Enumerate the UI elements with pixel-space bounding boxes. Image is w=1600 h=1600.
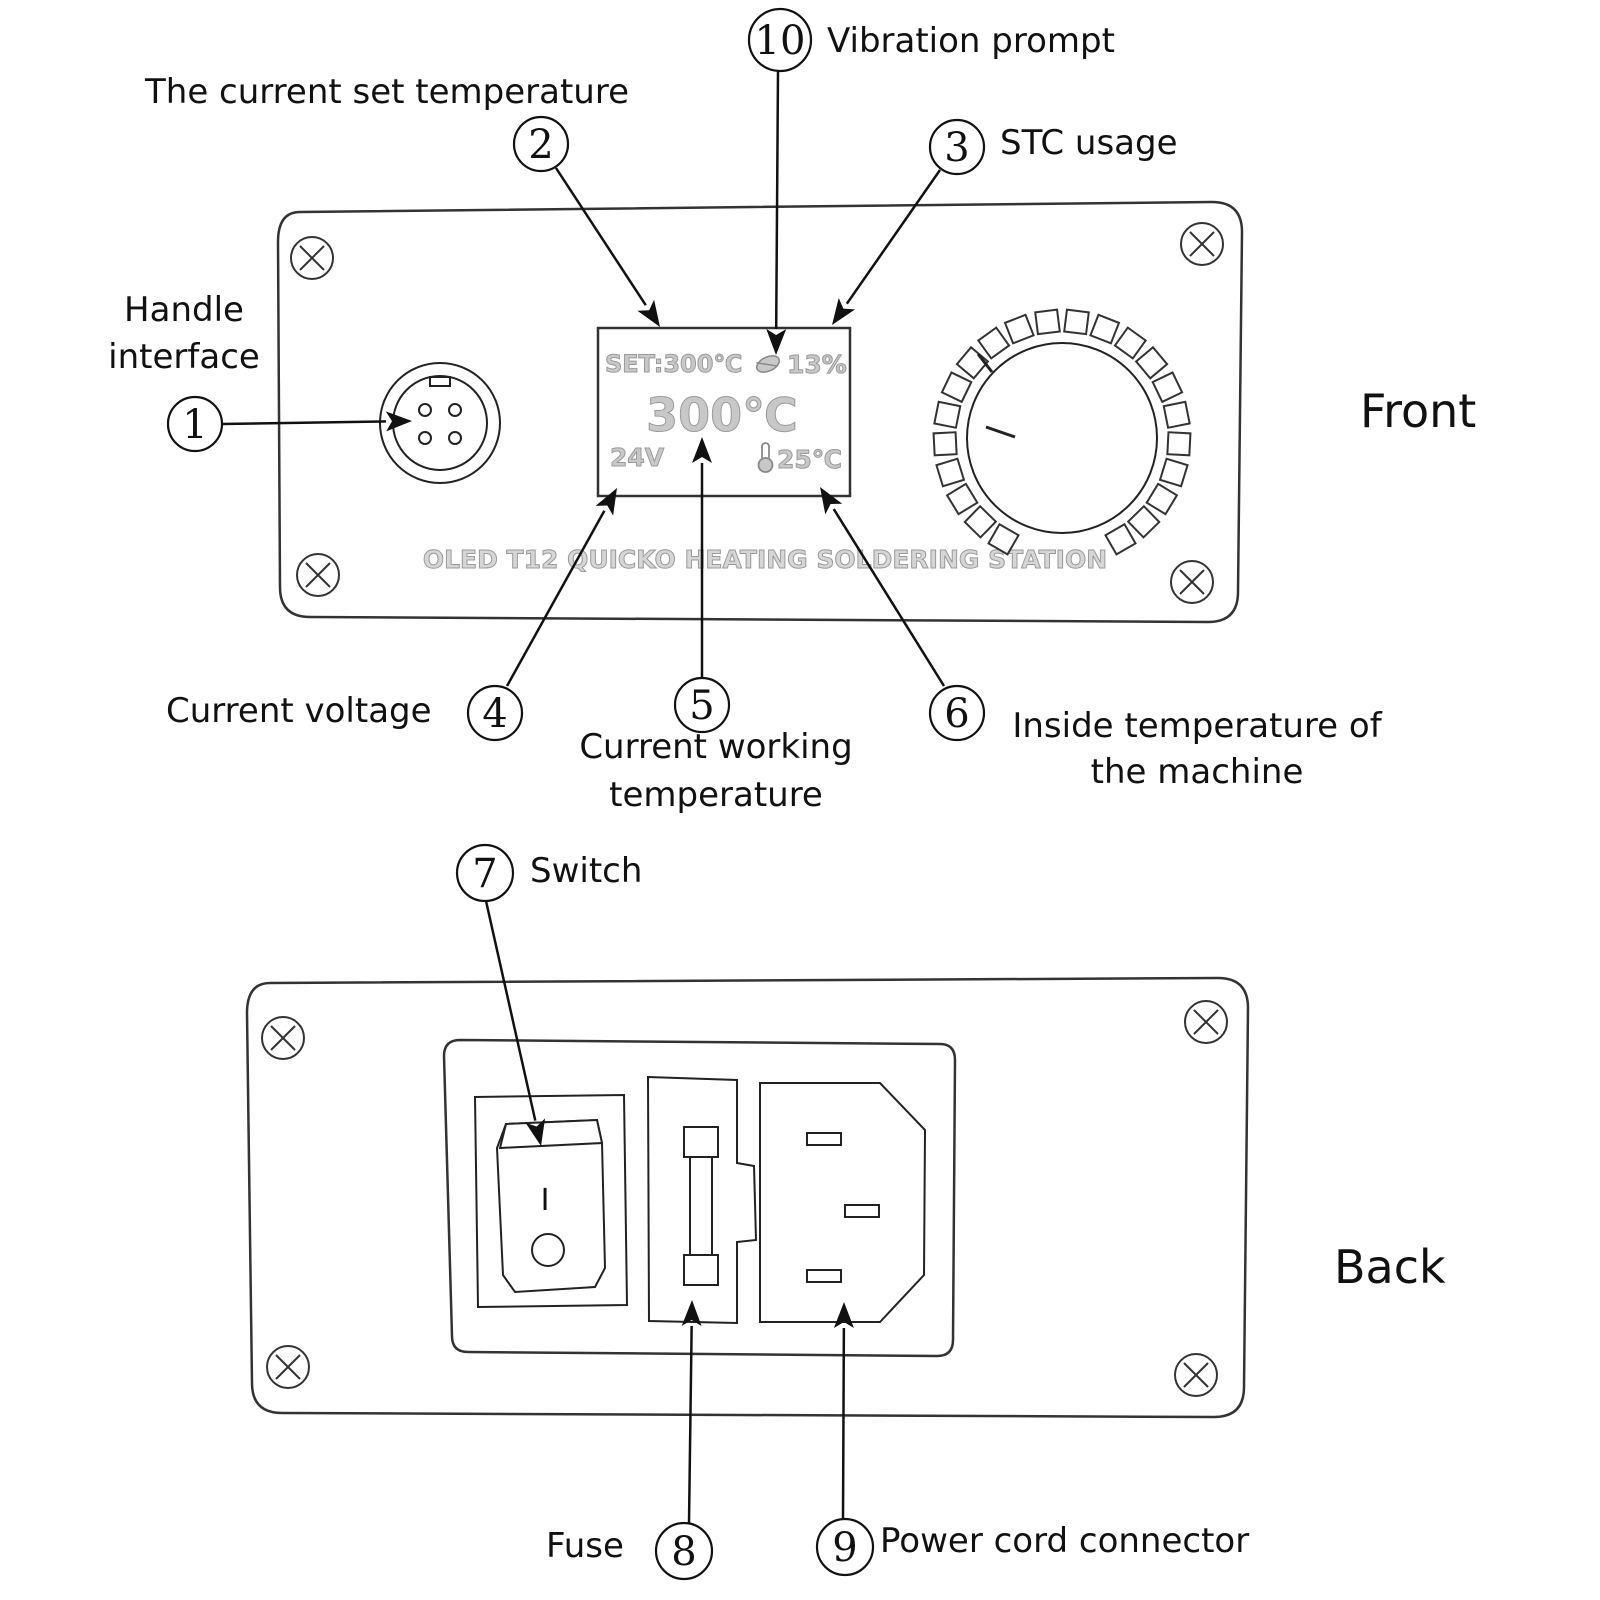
callout-number-circle	[673, 676, 731, 734]
voltage-readout: 24V	[610, 443, 665, 472]
arrow-head	[595, 488, 617, 516]
callout-number-circle	[815, 1517, 875, 1577]
arrow-head	[681, 1300, 702, 1327]
callout-number-circle	[747, 7, 813, 73]
callout-number-circle	[928, 118, 986, 176]
arrow-head	[385, 411, 412, 432]
callout-label: Current voltage	[166, 691, 432, 731]
leader-line	[845, 169, 942, 305]
leader-line	[832, 508, 946, 687]
callout-1: 1 Handle interface	[108, 290, 412, 453]
callout-number-circle	[654, 1521, 714, 1581]
callout-label: interface	[108, 337, 260, 377]
callout-number: 3	[944, 125, 969, 171]
callout-label: Current working	[579, 727, 852, 767]
arrow-head	[525, 1118, 546, 1146]
callout-label: the machine	[1091, 752, 1304, 792]
leader-line	[841, 1327, 846, 1520]
leader-line	[687, 1325, 693, 1524]
callout-number-circle	[928, 684, 986, 742]
callout-label: Inside temperature of	[1012, 706, 1382, 746]
screw-icon	[296, 553, 340, 597]
fuse-holder	[646, 1075, 758, 1325]
leader-line	[774, 70, 780, 330]
inside-temperature-readout: 25℃	[777, 445, 842, 474]
callout-label: Handle	[124, 290, 244, 330]
callout-label: Switch	[530, 851, 642, 891]
callout-label: Power cord connector	[880, 1521, 1249, 1561]
screw-icon	[290, 236, 334, 280]
callout-label: Vibration prompt	[827, 21, 1115, 61]
callout-number-circle	[166, 395, 224, 453]
arrow-head	[766, 328, 787, 355]
callout-4: 4 Current voltage	[166, 488, 617, 742]
stc-usage-readout: 13%	[787, 350, 847, 379]
callout-number: 5	[689, 683, 714, 729]
callout-number: 1	[182, 402, 207, 448]
screw-icon	[1174, 1353, 1218, 1397]
callouts: 1 Handle interface 2 The current set tempera…	[108, 7, 1383, 1581]
callout-label: The current set temperature	[144, 72, 629, 112]
screw-icon	[261, 1016, 305, 1060]
arrow-head	[833, 1302, 854, 1328]
leader-line	[505, 510, 606, 687]
callout-label: temperature	[609, 775, 823, 815]
callout-number-circle	[455, 843, 515, 903]
callout-number: 7	[472, 851, 497, 897]
arrow-head	[637, 299, 660, 327]
switch-on-symbol: I	[541, 1183, 550, 1218]
knob-icon	[932, 308, 1192, 556]
callout-6: 6 Inside temperature of the machine	[820, 487, 1383, 792]
callout-number: 9	[832, 1525, 857, 1571]
callout-7: 7 Switch	[455, 843, 642, 1146]
back-label: Back	[1334, 1240, 1446, 1294]
screw-icon	[1170, 560, 1214, 604]
callout-number-circle	[466, 684, 524, 742]
leader-line	[554, 167, 647, 306]
front-label: Front	[1360, 384, 1476, 438]
oled-screen	[596, 326, 852, 498]
vibration-icon	[755, 355, 781, 373]
callout-number: 6	[944, 691, 969, 737]
panel-engraving: OLED T12 QUICKO HEATING SOLDERING STATIO…	[423, 545, 1107, 574]
callout-10: 10 Vibration prompt	[747, 7, 1115, 355]
callout-number: 4	[482, 691, 507, 737]
connector-icon	[379, 362, 501, 484]
callout-3: 3 STC usage	[832, 118, 1178, 325]
callout-number-circle	[512, 115, 570, 173]
power-socket	[759, 1082, 927, 1323]
set-temperature-readout: SET:300℃	[605, 350, 743, 378]
callout-2: 2 The current set temperature	[144, 72, 660, 327]
callout-label: Fuse	[546, 1526, 624, 1566]
working-temperature-readout: 300℃	[646, 388, 798, 442]
screw-icon	[1180, 222, 1224, 266]
callout-label: STC usage	[1000, 123, 1178, 163]
leader-line	[484, 900, 537, 1121]
callout-number: 2	[528, 122, 553, 168]
callout-9: 9 Power cord connector	[815, 1302, 1249, 1577]
thermometer-icon	[757, 442, 774, 473]
callout-number: 10	[755, 18, 806, 64]
screw-icon	[1184, 1000, 1228, 1044]
callout-8: 8 Fuse	[546, 1300, 714, 1581]
leader-line	[221, 420, 387, 426]
screw-icon	[266, 1345, 310, 1389]
arrow-head	[820, 487, 843, 515]
callout-number: 8	[671, 1529, 696, 1575]
rocker-switch: I	[473, 1093, 629, 1309]
arrow-head	[692, 437, 712, 463]
arrow-head	[832, 298, 856, 325]
